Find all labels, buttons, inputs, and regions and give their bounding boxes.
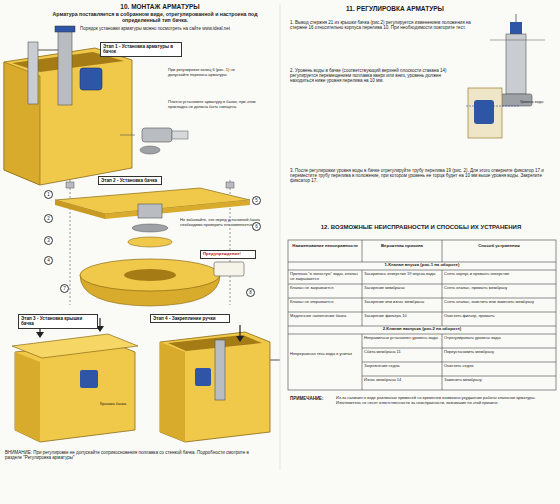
table-cell: Засорение мембраны [364, 286, 440, 291]
table-cell: Медленное наполнение бачка [290, 314, 360, 319]
section-heading: 12. ВОЗМОЖНЫЕ НЕИСПРАВНОСТИ И СПОСОБЫ ИХ… [290, 224, 552, 231]
callout-number: 2 [44, 214, 53, 223]
stage-title: Этап 1 - Установка арматуры в бачок [103, 44, 179, 55]
table-cell: Очистить седло [444, 364, 554, 369]
table-header: Способ устранения [443, 244, 555, 249]
section-heading: 11. РЕГУЛИРОВКА АРМАТУРЫ [310, 5, 480, 12]
stage-title: Этап 4 - Закрепление ручки [153, 316, 227, 321]
table-cell: Загрязнение седла [364, 364, 440, 369]
table-cell: Клапан не закрывается [290, 286, 360, 291]
callout-number: 1 [44, 190, 53, 199]
callout-number: 4 [44, 256, 53, 265]
callout-number: 3 [44, 236, 53, 245]
table-cell: Переустановить мембрану [444, 350, 554, 355]
table-header: Вероятная причина [363, 244, 441, 249]
warning-box: Предупреждение! [200, 250, 256, 259]
table-cell: Неправильно установлен уровень воды [364, 336, 440, 341]
note-text: ПРИМЕЧАНИЕ: [290, 396, 340, 401]
float-drawing [466, 88, 520, 138]
callout-number: 7 [60, 284, 69, 293]
instruction-text: 2. Уровень воды в бачке (соответствующий… [290, 68, 462, 84]
table-section: 1.Клапан впуска (рис.1 на обороте) [288, 263, 556, 268]
table-cell: Засорение или износ мембраны [364, 300, 440, 305]
stage-box: Этап 1 - Установка арматуры в бачок [100, 42, 182, 57]
instruction-text: При регулировке колец 6 (рис. 1) не допу… [168, 68, 256, 77]
tank-stage-4 [160, 325, 280, 442]
part-name: Крышка бачка [100, 402, 140, 407]
table-cell: Снять корпус и промыть отверстие [444, 272, 554, 277]
table-grid [288, 240, 556, 390]
instruction-text: 1. Вывод стержня 21 из крышки бачка (рис… [290, 20, 475, 30]
table-cell: Износ мембраны 14 [364, 378, 440, 383]
table-cell: Заменить мембрану [444, 378, 554, 383]
table-cell: Сбита мембрана 11 [364, 350, 440, 355]
table-cell: Непрерывная течь воды в унитаз [290, 352, 360, 357]
table-section: 2.Клапан выпуска (рис.2 на обороте) [288, 327, 556, 332]
callout-number: 8 [246, 288, 255, 297]
table-cell: Очистить фильтр, промыть [444, 314, 554, 319]
intro-text: Порядок установки арматуры можно посмотр… [40, 26, 270, 31]
part-name: Уровень воды [520, 100, 556, 104]
table-cell: Засорилось отверстие 19 впуска воды [364, 272, 440, 277]
table-cell: Снять клапан, очистить или заменить мемб… [444, 300, 554, 305]
note-text: ВНИМАНИЕ: При регулировке не допускайте … [5, 450, 255, 460]
intro-text: Арматура поставляется в собранном виде, … [40, 12, 270, 24]
table-header: Наименование неисправности [289, 244, 361, 249]
table-cell: Протечка "в холостую" воды, клапан не за… [290, 272, 360, 281]
tank-bowl-assembly [55, 180, 250, 306]
note-text: Из-за наличия в воде различных примесей … [336, 396, 554, 405]
callout-number: 6 [252, 222, 261, 231]
stage-title: Предупреждение! [203, 252, 253, 257]
stage-title: Этап 3 - Установка крышки бачка [21, 316, 95, 327]
stage-box: Этап 4 - Закрепление ручки [150, 314, 230, 323]
stage-box: Этап 2 - Установка бачка [98, 176, 162, 185]
stage-box: Этап 3 - Установка крышки бачка [18, 314, 98, 329]
callout-number: 5 [252, 196, 261, 205]
table-cell: Снять клапан, промыть мембрану [444, 286, 554, 291]
table-cell: Отрегулировать уровень воды [444, 336, 554, 341]
column-divider [280, 4, 281, 470]
section-heading: 10. МОНТАЖ АРМАТУРЫ [60, 3, 260, 10]
instruction-text: 3. После регулировки уровня воды в бачке… [290, 168, 552, 184]
instruction-text: Плотно установите арматуру в бачок, при … [168, 100, 258, 109]
table-cell: Засорение фильтра 10 [364, 314, 440, 319]
tank-stage-3 [12, 318, 138, 442]
stage-title: Этап 2 - Установка бачка [101, 178, 159, 183]
valve-detail [120, 128, 188, 154]
table-cell: Клапан не открывается [290, 300, 360, 305]
